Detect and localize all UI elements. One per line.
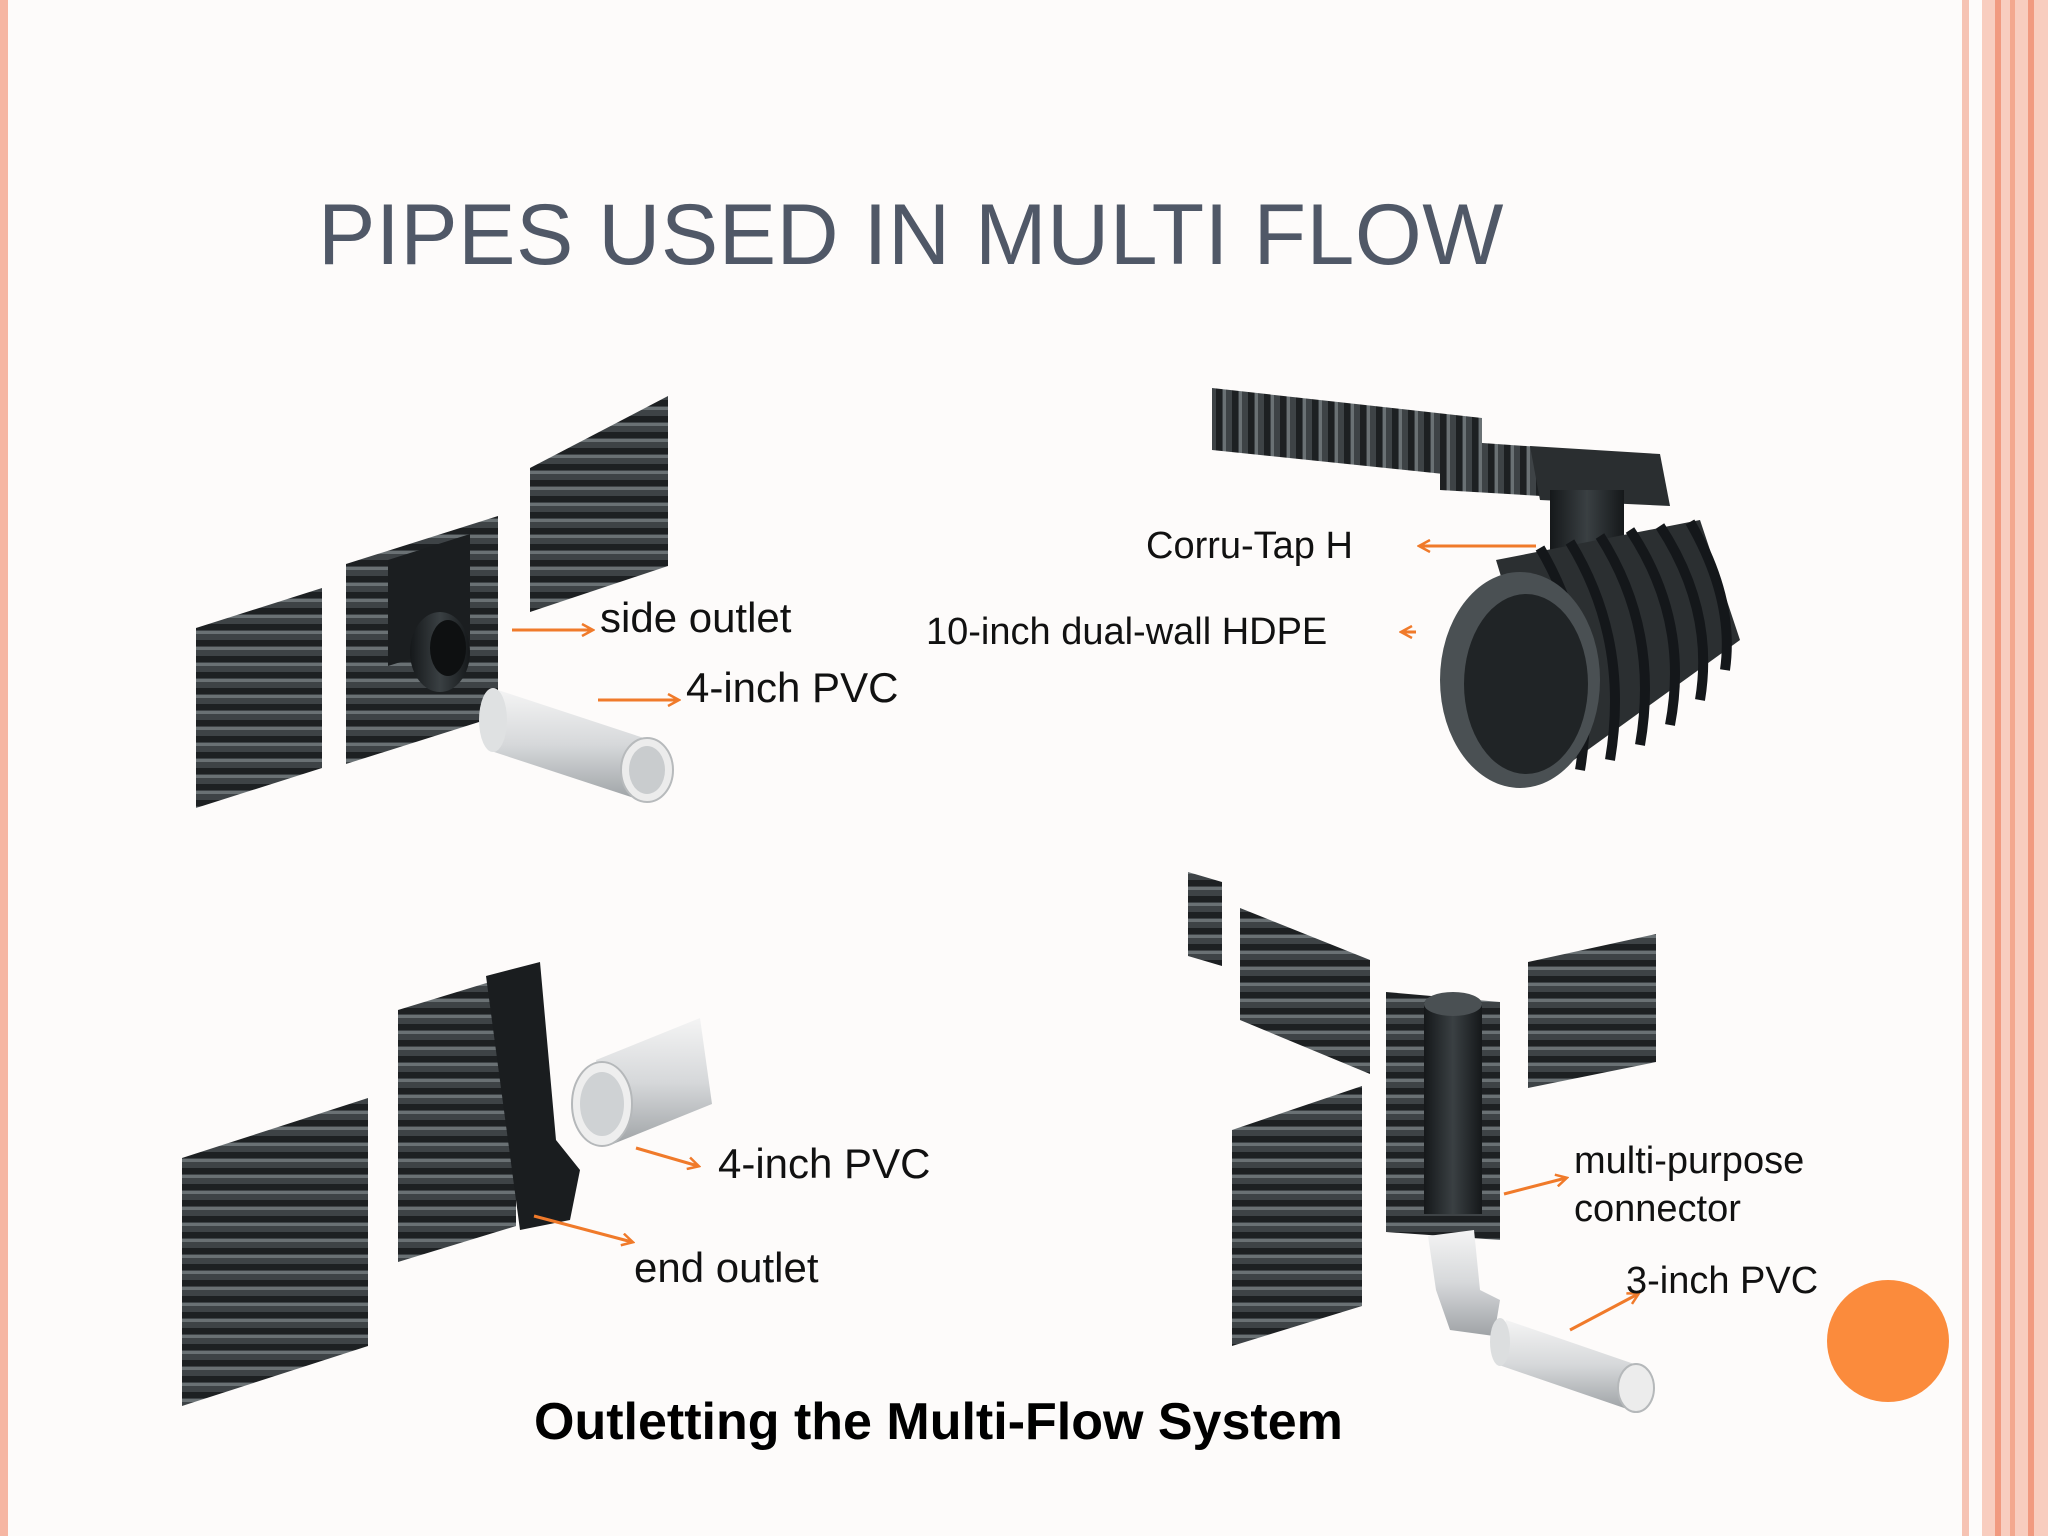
right-border-stripe-3 <box>2010 0 2015 1536</box>
pvc-coupling-inner <box>580 1072 624 1136</box>
pipe-panel <box>398 974 516 1262</box>
label-pvc-4in-bottom: 4-inch PVC <box>718 1140 931 1187</box>
pipe-panel <box>1232 1086 1362 1346</box>
arrow-pvc-3in <box>1569 1294 1638 1332</box>
left-border-stripe <box>0 0 8 1536</box>
label-pvc-3in: 3-inch PVC <box>1626 1260 1819 1302</box>
right-border-stripe-1 <box>1962 0 1969 1536</box>
side-outlet-assembly <box>196 396 674 808</box>
label-side-outlet: side outlet <box>600 594 792 641</box>
pipe-panel <box>1188 872 1222 966</box>
pvc-pipe-inner <box>629 746 665 794</box>
pvc-pipe-end <box>1490 1318 1510 1366</box>
label-connector-line2: connector <box>1574 1188 1741 1230</box>
pipe-panel <box>1240 908 1370 1074</box>
end-outlet-body <box>486 962 580 1230</box>
side-outlet-opening <box>430 620 466 676</box>
arrow-end-outlet <box>533 1214 632 1242</box>
arrow-pvc-4in-bottom <box>635 1146 698 1166</box>
pipe-panel <box>530 396 668 612</box>
label-corru-tap: Corru-Tap H <box>1146 525 1353 567</box>
right-border-stripe-2 <box>1995 0 2001 1536</box>
label-pvc-4in-top: 4-inch PVC <box>686 664 899 711</box>
pvc-elbow <box>1428 1230 1500 1336</box>
pvc-pipe-3in <box>1496 1320 1640 1410</box>
pvc-pipe-end <box>479 688 507 752</box>
corru-tap-assembly <box>1212 388 1740 788</box>
accent-circle <box>1827 1280 1949 1402</box>
end-outlet-assembly <box>182 962 712 1406</box>
right-border-band <box>1982 0 2048 1536</box>
slide-caption: Outletting the Multi-Flow System <box>534 1393 1343 1451</box>
slide-title: PIPES USED IN MULTI FLOW <box>318 187 1504 283</box>
pvc-pipe-opening <box>1617 1363 1655 1413</box>
pipe-panel <box>182 1098 368 1406</box>
connector-assembly <box>1188 872 1656 1413</box>
pipe-panel <box>1528 934 1656 1088</box>
callout-arrows <box>512 546 1638 1332</box>
label-hdpe: 10-inch dual-wall HDPE <box>926 611 1328 653</box>
pvc-pipe-4in <box>488 690 650 800</box>
pipe-panel <box>196 588 322 808</box>
multi-purpose-connector <box>1424 1002 1482 1214</box>
label-end-outlet: end outlet <box>634 1244 819 1291</box>
arrow-connector <box>1503 1178 1566 1196</box>
hdpe-pipe-opening <box>1464 594 1588 774</box>
pipe-panel <box>1212 388 1482 478</box>
right-border-stripe-4 <box>2028 0 2034 1536</box>
connector-top <box>1424 992 1482 1016</box>
label-connector-line1: multi-purpose <box>1574 1140 1805 1182</box>
